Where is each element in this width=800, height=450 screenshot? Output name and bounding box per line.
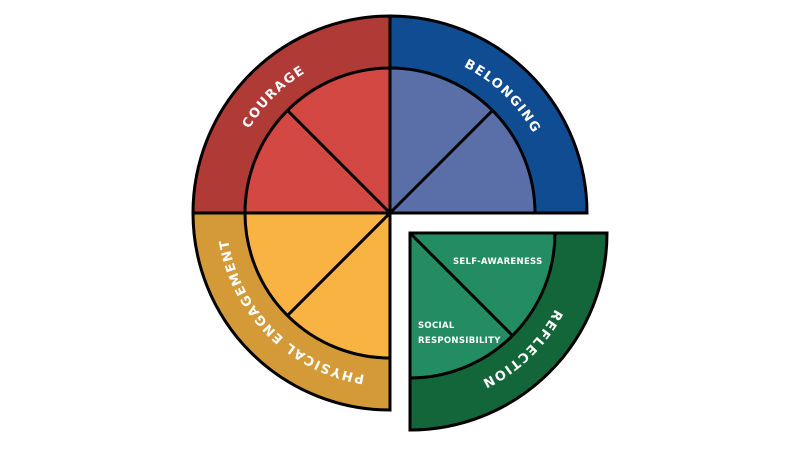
reflection-divider: [408, 231, 514, 337]
label-self-awareness: SELF-AWARENESS: [453, 257, 543, 267]
belonging-divider: [388, 109, 494, 215]
label-responsibility: RESPONSIBILITY: [418, 336, 501, 346]
physical-engagement-divider: [286, 211, 392, 317]
courage-divider: [286, 109, 392, 215]
label-social: SOCIAL: [418, 321, 455, 331]
